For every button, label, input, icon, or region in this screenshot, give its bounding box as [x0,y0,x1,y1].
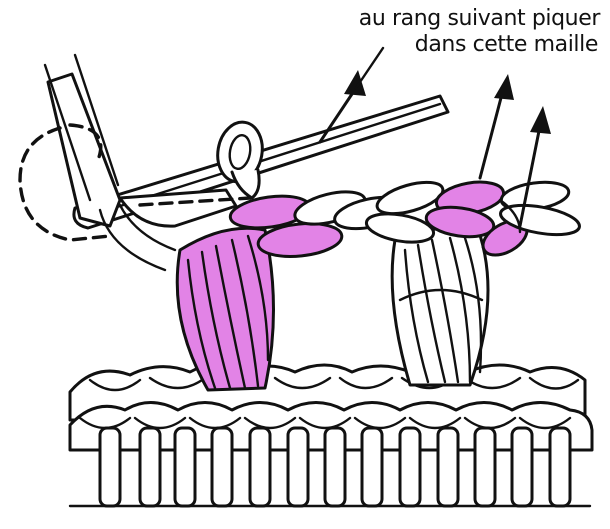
foundation-fabric [70,365,592,506]
white-stitch [392,229,488,385]
pink-stitch [177,228,273,390]
